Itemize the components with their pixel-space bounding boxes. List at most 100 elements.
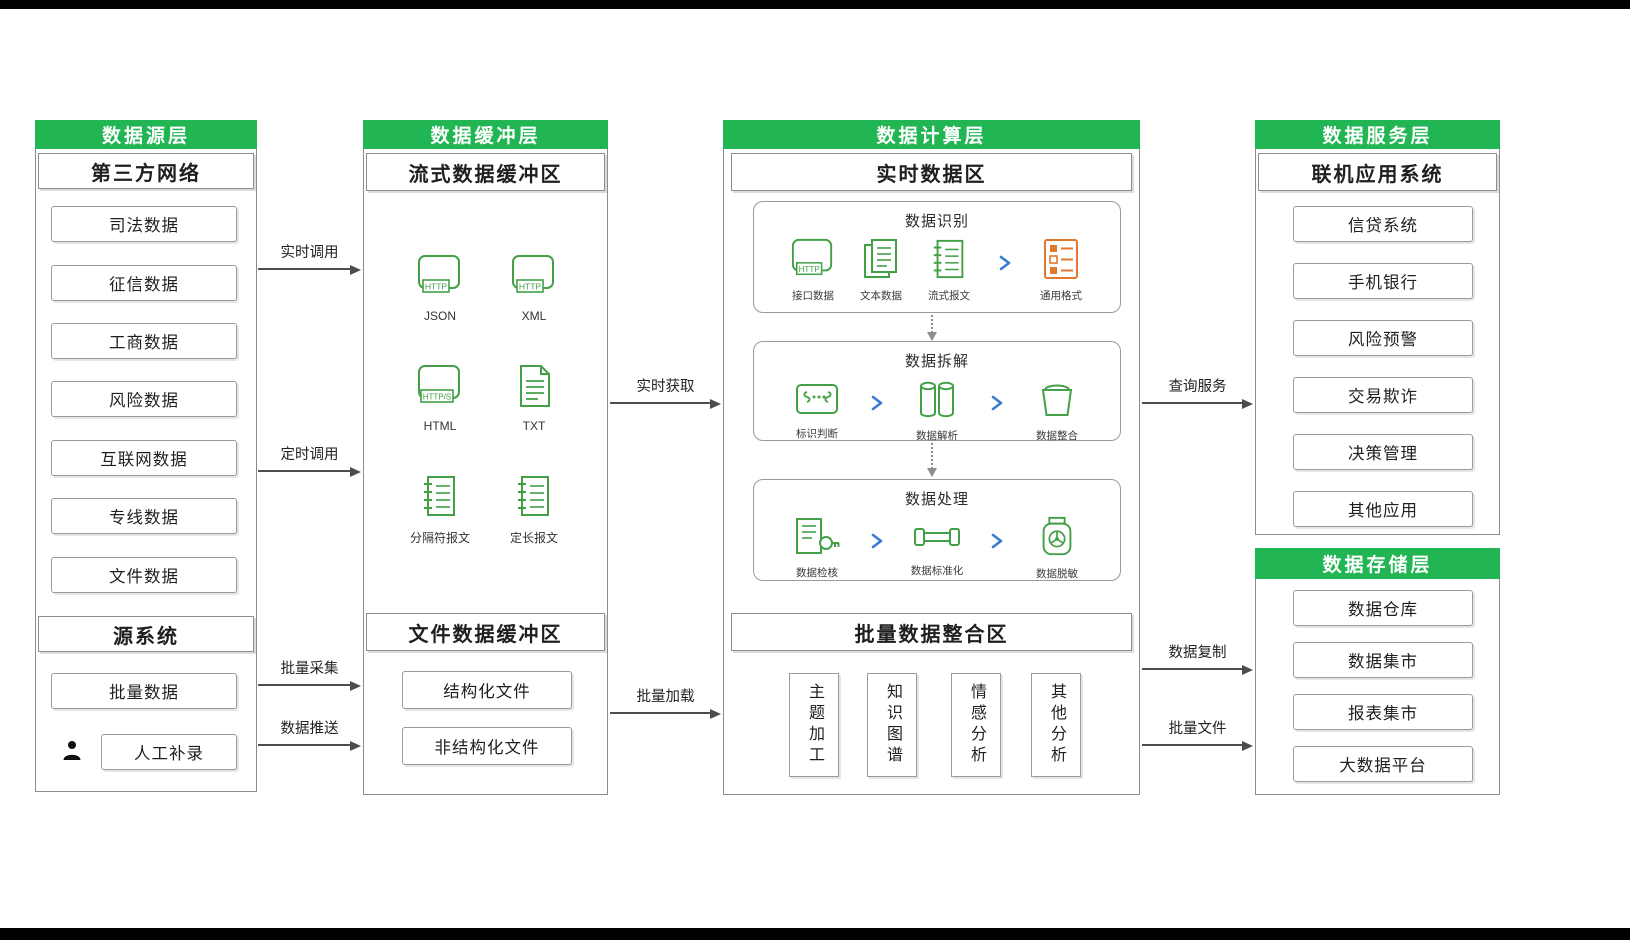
buffer-icon-delimiter-message: 分隔符报文 (392, 473, 488, 546)
flow-down-connector (927, 315, 937, 341)
source-system-title: 源系统 (38, 616, 254, 652)
document-icon (512, 363, 556, 414)
stage-data-processing: 数据处理 数 (753, 479, 1121, 581)
arrow-batch-file: 批量文件 (1142, 718, 1253, 751)
stage-data-recognition: 数据识别 HTTP 接口数据 (753, 201, 1121, 313)
chevron-right-icon (990, 394, 1004, 412)
stage-item-data-masking: 数据脱敏 (1026, 515, 1088, 581)
buffer-icon-label: 定长报文 (509, 531, 558, 545)
buffer-icon-xml: HTTP XML (486, 253, 582, 323)
stage-item-text-data: 文本数据 (850, 237, 912, 303)
letterbox-bottom (0, 928, 1630, 940)
svg-text:HTTP: HTTP (519, 282, 542, 292)
storage-layer-panel: 数据存储层 数据仓库 数据集市 报表集市 大数据平台 (1255, 548, 1500, 795)
flow-down-connector (927, 443, 937, 477)
service-item-risk-warning: 风险预警 (1293, 320, 1473, 356)
svg-text:HTTP: HTTP (425, 282, 448, 292)
buffer-icon-fixed-length-message: 定长报文 (486, 473, 582, 546)
source-layer-panel: 数据源层 第三方网络 司法数据 征信数据 工商数据 风险数据 互联网数据 专线数… (35, 120, 257, 792)
third-party-network-title: 第三方网络 (38, 153, 254, 189)
svg-text:HTTP: HTTP (799, 265, 820, 274)
cylinders-icon (915, 377, 959, 426)
stage-item-interface-data: HTTP 接口数据 (782, 237, 844, 303)
chevron-right-icon (998, 254, 1012, 272)
batch-item-knowledge-graph: 知识图谱 (867, 673, 917, 777)
service-item-mobile-banking: 手机银行 (1293, 263, 1473, 299)
source-item-internet: 互联网数据 (51, 440, 237, 476)
stage-item-stream-message: 流式报文 (918, 237, 980, 303)
chevron-right-icon (990, 532, 1004, 550)
chevron-right-icon (870, 532, 884, 550)
stage-item-universal-format: 通用格式 (1030, 237, 1092, 303)
arrow-realtime-call: 实时调用 (258, 242, 361, 275)
source-item-judicial: 司法数据 (51, 206, 237, 242)
buffer-icon-label: TXT (522, 419, 546, 433)
stage-item-data-integration: 数据整合 (1026, 377, 1088, 443)
arrow-scheduled-call: 定时调用 (258, 444, 361, 477)
arrow-data-copy: 数据复制 (1142, 642, 1253, 675)
service-layer-header: 数据服务层 (1255, 120, 1500, 149)
buffer-icon-label: XML (521, 309, 547, 323)
arrow-query-service: 查询服务 (1142, 376, 1253, 409)
source-item-manual-entry: 人工补录 (101, 734, 237, 770)
service-item-transaction-fraud: 交易欺诈 (1293, 377, 1473, 413)
arrow-batch-load: 批量加载 (610, 686, 721, 719)
buffer-icon-json: HTTP JSON (392, 253, 488, 323)
compute-layer-panel: 数据计算层 实时数据区 数据识别 HTTP 接口数据 (723, 120, 1140, 795)
file-buffer-title: 文件数据缓冲区 (366, 613, 605, 651)
storage-item-report-mart: 报表集市 (1293, 694, 1473, 730)
source-item-risk: 风险数据 (51, 381, 237, 417)
batch-integration-title: 批量数据整合区 (731, 613, 1132, 651)
source-item-credit: 征信数据 (51, 265, 237, 301)
service-item-credit-system: 信贷系统 (1293, 206, 1473, 242)
stage-item-data-standardization: 数据标准化 (906, 518, 968, 578)
batch-item-sentiment-analysis: 情感分析 (951, 673, 1001, 777)
buffer-icon-html: HTTP/S HTML (392, 363, 488, 433)
buffer-item-unstructured-file: 非结构化文件 (402, 727, 572, 765)
service-layer-panel: 数据服务层 联机应用系统 信贷系统 手机银行 风险预警 交易欺诈 决策管理 其他… (1255, 120, 1500, 535)
person-icon (61, 739, 83, 768)
http-file-icon: HTTP/S (417, 363, 463, 414)
stage-item-data-parsing: 数据解析 (906, 377, 968, 443)
buffer-layer-header: 数据缓冲层 (363, 120, 608, 149)
source-item-batch-data: 批量数据 (51, 673, 237, 709)
source-layer-header: 数据源层 (35, 120, 257, 149)
stage-item-data-check: 数据检核 (786, 516, 848, 580)
stage-title: 数据拆解 (904, 353, 969, 370)
id-card-icon (794, 379, 840, 424)
stage-title: 数据识别 (904, 213, 969, 230)
buffer-icon-txt: TXT (486, 363, 582, 433)
notebook-icon (928, 237, 970, 286)
buffer-icon-label: 分隔符报文 (409, 531, 470, 545)
compute-layer-header: 数据计算层 (723, 120, 1140, 149)
stream-buffer-title: 流式数据缓冲区 (366, 153, 605, 191)
pipeline-icon (913, 518, 961, 561)
realtime-area-title: 实时数据区 (731, 153, 1132, 191)
buffer-icon-label: HTML (423, 419, 457, 433)
storage-item-data-warehouse: 数据仓库 (1293, 590, 1473, 626)
http-file-icon: HTTP (417, 253, 463, 304)
letterbox-top (0, 0, 1630, 9)
document-key-icon (793, 516, 841, 563)
documents-stack-icon (861, 237, 901, 286)
source-item-file: 文件数据 (51, 557, 237, 593)
source-item-business: 工商数据 (51, 323, 237, 359)
source-item-dedicated-line: 专线数据 (51, 498, 237, 534)
buffer-icon-label: JSON (423, 309, 456, 323)
online-app-title: 联机应用系统 (1258, 153, 1497, 191)
storage-layer-header: 数据存储层 (1255, 548, 1500, 579)
chevron-right-icon (870, 394, 884, 412)
arrow-batch-collect: 批量采集 (258, 658, 361, 691)
stage-item-identifier-judgment: 标识判断 (786, 379, 848, 441)
batch-item-subject-processing: 主题加工 (789, 673, 839, 777)
arrow-realtime-fetch: 实时获取 (610, 376, 721, 409)
buffer-layer-panel: 数据缓冲层 流式数据缓冲区 HTTP JSON HTTP XML (363, 120, 608, 795)
http-file-icon: HTTP (511, 253, 557, 304)
checklist-icon (1041, 237, 1081, 286)
batch-item-other-analysis: 其他分析 (1031, 673, 1081, 777)
service-item-other-apps: 其他应用 (1293, 491, 1473, 527)
jar-fan-icon (1036, 515, 1078, 564)
stage-title: 数据处理 (904, 491, 969, 508)
notebook-icon (418, 473, 462, 524)
